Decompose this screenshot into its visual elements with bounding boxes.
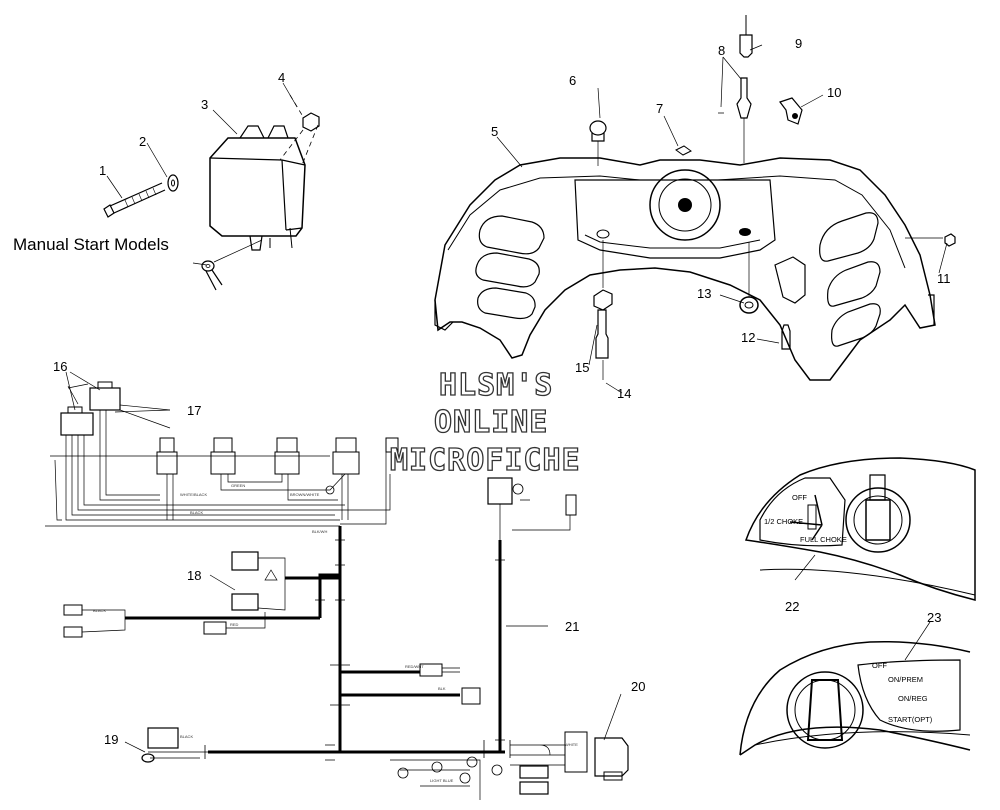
svg-text:BLACK: BLACK — [190, 510, 203, 515]
callout-6: 6 — [569, 73, 576, 88]
svg-text:WHITE/BLACK: WHITE/BLACK — [180, 492, 207, 497]
choke-label-off: OFF — [792, 493, 807, 502]
key-label-on-prem: ON/PREM — [888, 675, 923, 684]
callout-14: 14 — [617, 386, 631, 401]
choke-label-half: 1/2 CHOKE — [764, 517, 803, 526]
callout-19: 19 — [104, 732, 118, 747]
svg-text:GREEN: GREEN — [231, 483, 245, 488]
svg-text:BLACK: BLACK — [180, 734, 193, 739]
svg-text:WHITE: WHITE — [565, 742, 578, 747]
svg-text:BLK/WH: BLK/WH — [312, 529, 327, 534]
hood-pod-part — [434, 157, 936, 381]
watermark: HLSM'S ONLINE MICROFICHE — [389, 367, 581, 478]
callout-20: 20 — [631, 679, 645, 694]
watermark-line-2: ONLINE — [434, 405, 548, 440]
watermark-line-3: MICROFICHE — [390, 443, 581, 478]
key-label-on-reg: ON/REG — [898, 694, 928, 703]
antenna-plug-part — [739, 15, 753, 58]
ring-terminal-part — [201, 239, 263, 291]
callout-12: 12 — [741, 330, 755, 345]
ignition-module-part — [209, 125, 306, 251]
pin-part — [781, 324, 791, 350]
choke-switch-panel — [744, 457, 976, 601]
bolt-part — [103, 182, 166, 218]
key-switch-panel — [739, 621, 971, 756]
callout-18: 18 — [187, 568, 201, 583]
callout-17: 17 — [187, 403, 201, 418]
choke-label-full: FULL CHOKE — [800, 535, 847, 544]
caption-manual-start-models: Manual Start Models — [13, 235, 169, 254]
callout-1: 1 — [99, 163, 106, 178]
label-plate-part — [675, 145, 692, 156]
callout-3: 3 — [201, 97, 208, 112]
callout-10: 10 — [827, 85, 841, 100]
callout-16: 16 — [53, 359, 67, 374]
bulb-holder-part — [595, 309, 609, 380]
watermark-line-1: HLSM'S — [439, 368, 553, 403]
callout-15: 15 — [575, 360, 589, 375]
callout-9: 9 — [795, 36, 802, 51]
callout-22: 22 — [785, 599, 799, 614]
wire-harness-assembly: WHITE/BLACK GREEN BROWN/WHITE BLACK BLK/… — [45, 371, 629, 800]
callout-23: 23 — [927, 610, 941, 625]
key-label-off: OFF — [872, 661, 887, 670]
screw-part — [905, 233, 956, 247]
ignition-module-assembly — [103, 82, 320, 291]
instrument-pod-assembly — [434, 15, 956, 394]
hex-nut-part — [593, 240, 613, 311]
svg-text:RED: RED — [230, 622, 239, 627]
knob-part — [589, 120, 607, 166]
callout-7: 7 — [656, 101, 663, 116]
svg-text:BLK: BLK — [438, 686, 446, 691]
clip-part — [779, 97, 803, 125]
svg-text:RED/WHT: RED/WHT — [405, 664, 424, 669]
washer-part — [167, 174, 179, 192]
callout-2: 2 — [139, 134, 146, 149]
svg-text:LIGHT BLUE: LIGHT BLUE — [430, 778, 454, 783]
svg-text:BROWN/WHITE: BROWN/WHITE — [290, 492, 320, 497]
connector-part — [718, 77, 752, 163]
callout-5: 5 — [491, 124, 498, 139]
callout-11: 11 — [937, 271, 951, 286]
callout-4: 4 — [278, 70, 285, 85]
callout-13: 13 — [697, 286, 711, 301]
svg-text:BLACK: BLACK — [93, 608, 106, 613]
key-label-start: START(OPT) — [888, 715, 933, 724]
callout-8: 8 — [718, 43, 725, 58]
callout-21: 21 — [565, 619, 579, 634]
bushing-part — [739, 242, 759, 314]
